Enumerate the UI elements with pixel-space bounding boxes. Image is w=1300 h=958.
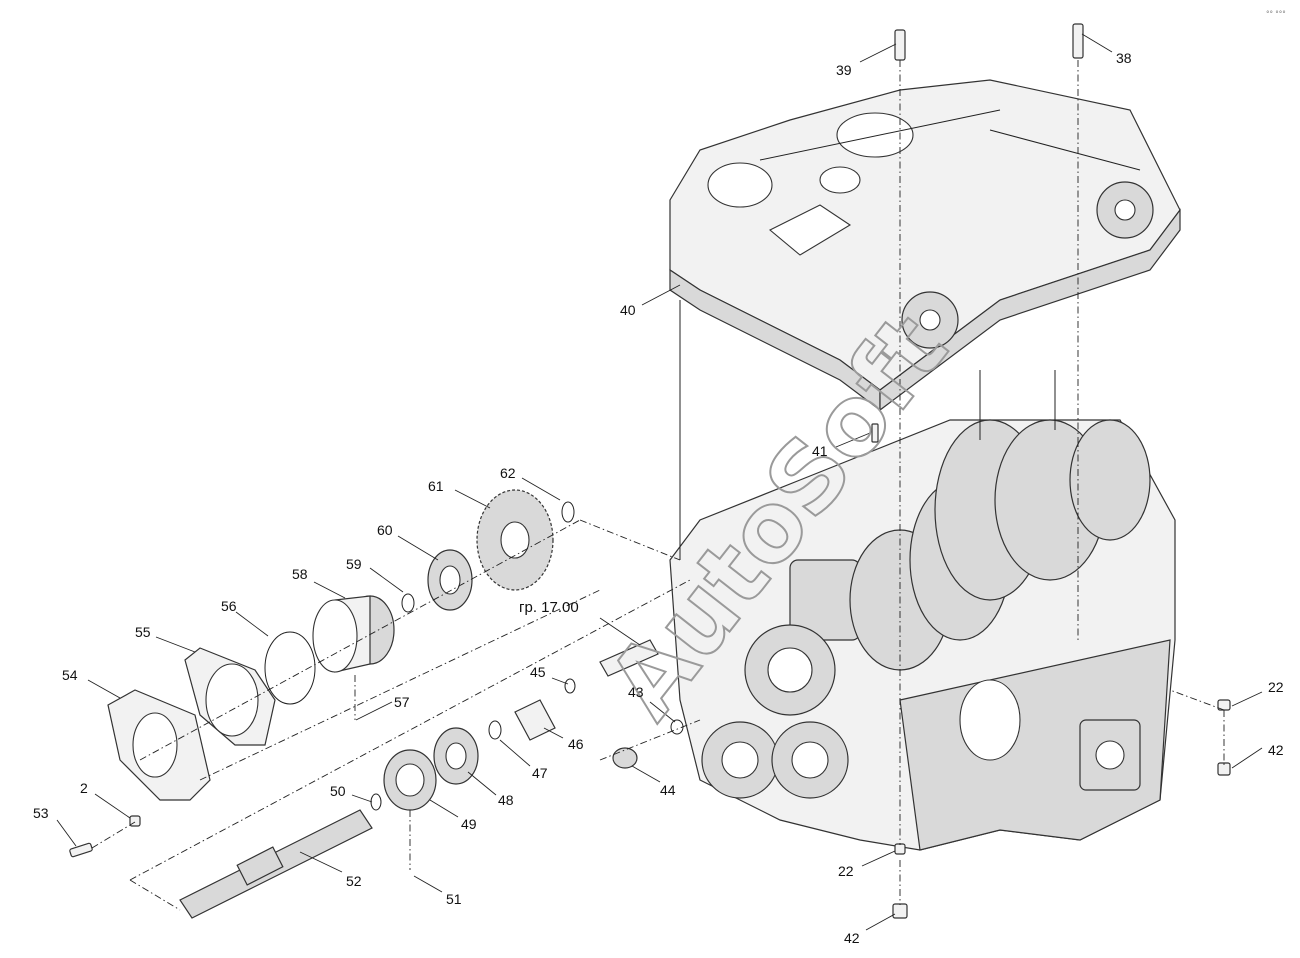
label-39: 39 xyxy=(836,62,852,78)
plug-44-part xyxy=(612,747,638,769)
fasteners xyxy=(69,23,1231,919)
gasket-part xyxy=(184,647,276,746)
label-46: 46 xyxy=(568,736,584,752)
bearing-48-part xyxy=(433,727,479,785)
label-22-bottom: 22 xyxy=(838,863,854,879)
label-47: 47 xyxy=(532,765,548,781)
label-2: 2 xyxy=(80,780,88,796)
label-42-right: 42 xyxy=(1268,742,1284,758)
sleeve-46-part xyxy=(514,699,556,741)
corner-mark: °° °°° xyxy=(1266,10,1286,18)
label-58: 58 xyxy=(292,566,308,582)
sleeve-part xyxy=(312,595,395,673)
label-38: 38 xyxy=(1116,50,1132,66)
label-40: 40 xyxy=(620,302,636,318)
label-53: 53 xyxy=(33,805,49,821)
label-52: 52 xyxy=(346,873,362,889)
top-cover-part xyxy=(669,79,1181,412)
reference-shaft-stub xyxy=(599,639,659,677)
bearing-49-part xyxy=(383,749,437,811)
bearing-60-part xyxy=(427,549,473,611)
bearing-housing-part xyxy=(107,689,211,801)
label-59: 59 xyxy=(346,556,362,572)
label-42-bottom: 42 xyxy=(844,930,860,946)
callout-labels: 39 38 40 41 22 42 22 42 43 44 45 46 47 4… xyxy=(33,50,1284,946)
label-51: 51 xyxy=(446,891,462,907)
label-49: 49 xyxy=(461,816,477,832)
label-41: 41 xyxy=(812,443,828,459)
assembly-centerlines xyxy=(91,60,1225,911)
label-22-right: 22 xyxy=(1268,679,1284,695)
group-reference-label: гр. 17.00 xyxy=(519,599,579,616)
label-50: 50 xyxy=(330,783,346,799)
leader-lines xyxy=(56,33,1263,931)
shaft-part xyxy=(179,809,373,919)
label-48: 48 xyxy=(498,792,514,808)
label-61: 61 xyxy=(428,478,444,494)
gear-61-part xyxy=(476,489,554,591)
snap-ring-part xyxy=(264,631,316,705)
label-57: 57 xyxy=(394,694,410,710)
label-60: 60 xyxy=(377,522,393,538)
label-62: 62 xyxy=(500,465,516,481)
label-43: 43 xyxy=(628,684,644,700)
label-55: 55 xyxy=(135,624,151,640)
label-54: 54 xyxy=(62,667,78,683)
label-45: 45 xyxy=(530,664,546,680)
label-56: 56 xyxy=(221,598,237,614)
label-44: 44 xyxy=(660,782,676,798)
